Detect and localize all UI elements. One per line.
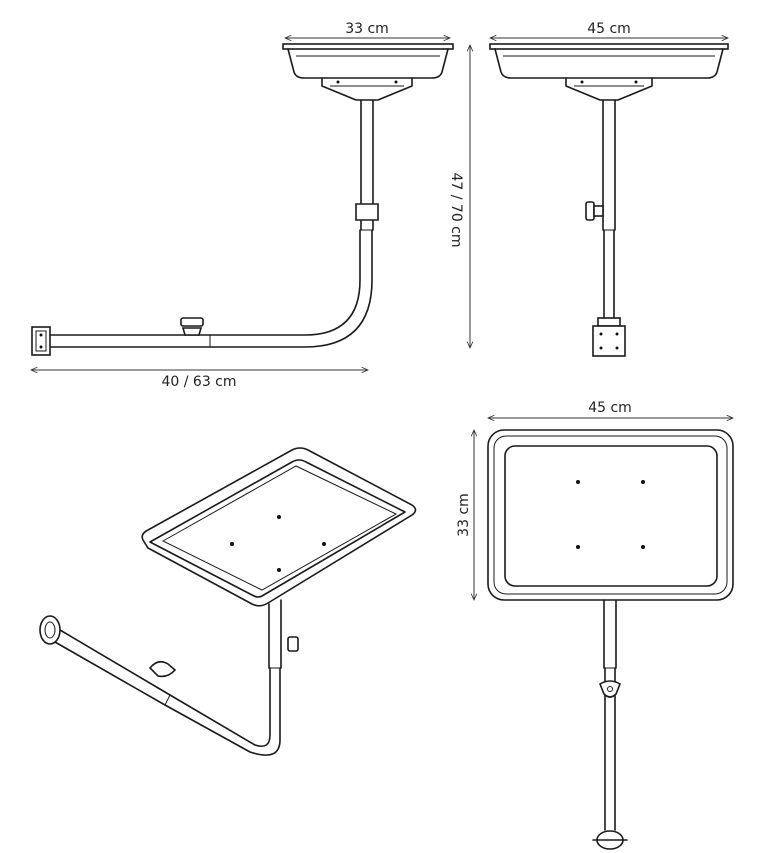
iso-knob-icon (287, 636, 299, 652)
iso-arm-knob-icon (148, 660, 177, 678)
front-width-label: 45 cm (587, 21, 631, 37)
top-view: 45 cm 33 cm (456, 400, 734, 850)
iso-pole-arm (39, 599, 299, 756)
depth-label: 33 cm (456, 493, 472, 537)
top-width-label: 45 cm (588, 400, 632, 416)
top-tray (487, 429, 734, 601)
front-clamp-icon (592, 325, 626, 357)
side-length-label: 40 / 63 cm (161, 374, 236, 390)
top-knob-icon (599, 680, 621, 698)
front-tray (489, 43, 729, 101)
side-pole-arm (31, 99, 379, 356)
height-label: 47 / 70 cm (448, 172, 464, 247)
iso-tray (141, 447, 417, 607)
top-pole (592, 599, 628, 850)
front-pole (585, 99, 626, 357)
side-width-label: 33 cm (345, 21, 389, 37)
side-view: 33 cm 40 / 63 cm (31, 21, 454, 390)
front-knob-icon (585, 201, 595, 221)
iso-clamp-icon (39, 615, 61, 645)
side-tray (282, 43, 454, 101)
side-knob-icon (180, 317, 204, 327)
isometric-view (39, 447, 417, 756)
front-view: 45 cm 47 / 70 cm (448, 21, 729, 357)
